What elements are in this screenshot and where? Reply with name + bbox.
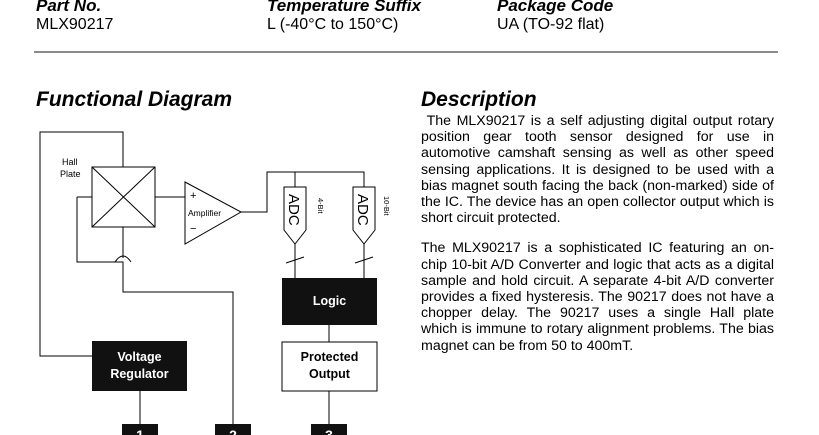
adc-10bit <box>352 186 376 245</box>
adc-10bit-label: ADC <box>354 194 371 226</box>
hall-plate <box>91 166 156 228</box>
amp-plus-sign: + <box>190 190 196 202</box>
pin-2 <box>215 424 251 435</box>
pin-2-label: 2 <box>229 427 237 435</box>
logic-label: Logic <box>313 294 346 308</box>
package-label: Package Code <box>497 0 614 15</box>
package-value: UA (TO-92 flat) <box>497 16 605 33</box>
protected-output-line2: Output <box>309 367 351 381</box>
hall-plate-label-line2: Plate <box>60 169 81 179</box>
amp-minus-sign: − <box>190 223 196 235</box>
part-no-label: Part No. <box>36 0 102 15</box>
temperature-value: L (-40°C to 150°C) <box>267 16 399 33</box>
functional-diagram-title: Functional Diagram <box>36 88 233 111</box>
voltage-regulator-line2: Regulator <box>110 367 168 381</box>
wire-amp-out <box>241 171 365 213</box>
adc-10bit-bits: 10-Bit <box>382 196 391 217</box>
pin-3 <box>311 424 347 435</box>
logic-block <box>282 278 377 325</box>
part-no-value: MLX90217 <box>36 16 114 33</box>
wire-supply-loop <box>39 131 124 357</box>
temperature-label: Temperature Suffix <box>267 0 421 15</box>
pin-3-label: 3 <box>325 427 333 435</box>
hall-plate-label-line1: Hall <box>62 157 78 167</box>
description-title: Description <box>421 88 537 111</box>
amplifier <box>184 181 243 245</box>
adc-4bit-label: ADC <box>285 194 302 226</box>
voltage-regulator-block <box>92 341 187 391</box>
amplifier-label: Amplifier <box>188 208 221 218</box>
description-paragraph-2: The MLX90217 is a sophisticated IC featu… <box>421 240 774 354</box>
protected-output-line1: Protected <box>301 350 359 364</box>
protected-output-block <box>281 341 378 392</box>
description-paragraph-1: The MLX90217 is a self adjusting digital… <box>421 113 778 227</box>
functional-diagram: Hall Plate + Amplifier − ADC 4-Bit ADC 1… <box>39 131 391 435</box>
part-no-block: Part No. MLX90217 <box>36 0 113 34</box>
wire-jumper-hump <box>114 255 132 263</box>
description-body: The MLX90217 is a self adjusting digital… <box>421 113 774 368</box>
pin-1-label: 1 <box>136 427 144 435</box>
wire-pin2 <box>76 197 234 428</box>
voltage-regulator-line1: Voltage <box>117 350 161 364</box>
pin-1 <box>122 424 158 435</box>
temperature-block: Temperature Suffix L (-40°C to 150°C) <box>267 0 421 34</box>
header-divider <box>34 51 778 53</box>
adc-4bit-bits: 4-Bit <box>316 198 325 214</box>
package-block: Package Code UA (TO-92 flat) <box>497 0 613 34</box>
adc-4bit <box>283 186 307 245</box>
